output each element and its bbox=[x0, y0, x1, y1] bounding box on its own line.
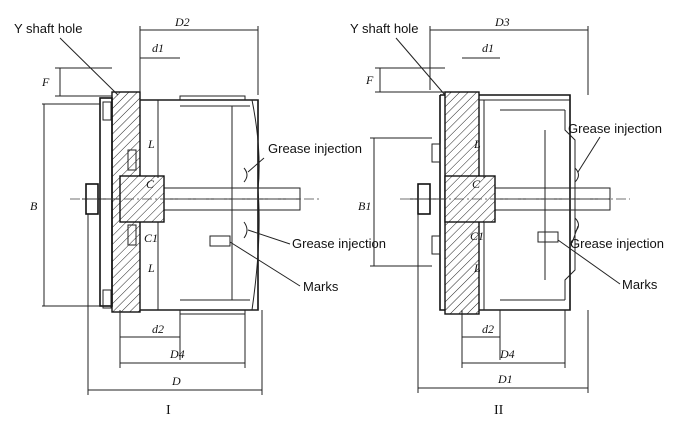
view-one: D2 d1 F B L C C1 L d2 D4 D Y s bbox=[14, 15, 386, 418]
caption-view-2: II bbox=[494, 403, 504, 418]
dim-d3: D3 bbox=[494, 15, 510, 29]
view-two: D3 d1 F B1 L C C1 L d2 D4 D1 Y bbox=[350, 15, 664, 418]
dim-b1: B1 bbox=[358, 199, 371, 213]
dim-f-2: F bbox=[365, 73, 374, 87]
dim-l-top-2: L bbox=[473, 137, 481, 151]
dim-d1-lower: D1 bbox=[497, 372, 513, 386]
label-grease-2b: Grease injection bbox=[570, 236, 664, 251]
dim-d2-lower: d2 bbox=[152, 322, 164, 336]
dim-d2-lower-2: d2 bbox=[482, 322, 494, 336]
dim-d4-2: D4 bbox=[499, 347, 515, 361]
dim-d: D bbox=[171, 374, 181, 388]
dim-c1: C1 bbox=[144, 231, 158, 245]
dim-d1: d1 bbox=[152, 41, 164, 55]
label-marks-2: Marks bbox=[622, 277, 658, 292]
label-shaft-hole-1: Y shaft hole bbox=[14, 21, 82, 36]
dim-b: B bbox=[30, 199, 38, 213]
dim-c-2: C bbox=[472, 177, 481, 191]
dim-c: C bbox=[146, 177, 155, 191]
dim-d1-2: d1 bbox=[482, 41, 494, 55]
caption-view-1: I bbox=[166, 403, 171, 418]
dim-l-bottom-2: L bbox=[473, 261, 481, 275]
label-grease-2a: Grease injection bbox=[568, 121, 662, 136]
dim-l-bottom: L bbox=[147, 261, 155, 275]
label-grease-1b: Grease injection bbox=[292, 236, 386, 251]
dim-f: F bbox=[41, 75, 50, 89]
dim-d4: D4 bbox=[169, 347, 185, 361]
dim-d2: D2 bbox=[174, 15, 190, 29]
label-marks-1: Marks bbox=[303, 279, 339, 294]
label-shaft-hole-2: Y shaft hole bbox=[350, 21, 418, 36]
dim-l-top: L bbox=[147, 137, 155, 151]
label-grease-1a: Grease injection bbox=[268, 141, 362, 156]
dim-c1-2: C1 bbox=[470, 229, 484, 243]
